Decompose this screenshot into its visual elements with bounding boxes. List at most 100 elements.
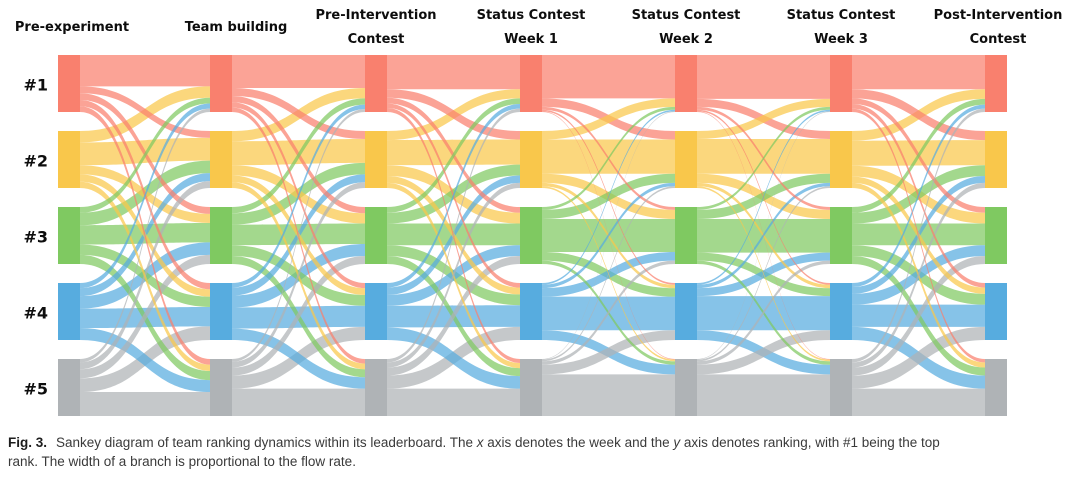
figure-caption: Fig. 3. Sankey diagram of team ranking dy… bbox=[8, 433, 1074, 471]
sankey-flow-stage6-rank5-to-rank4 bbox=[852, 326, 985, 389]
sankey-flow-stage3-rank5-to-rank3 bbox=[387, 256, 520, 376]
caption-text-segment: axis denotes the week and the bbox=[483, 435, 674, 450]
sankey-flow-stage1-rank4-to-rank1 bbox=[80, 103, 210, 289]
sankey-node-stage2-rank5 bbox=[210, 359, 232, 416]
stage-header-line: Contest bbox=[347, 32, 405, 47]
sankey-flow-stage6-rank5-to-rank3 bbox=[852, 256, 985, 376]
sankey-flow-stage6-rank5-to-rank5 bbox=[852, 388, 985, 416]
caption-text-segment: y bbox=[673, 435, 681, 450]
sankey-flow-stage2-rank5-to-rank1 bbox=[232, 109, 365, 362]
sankey-flow-stage4-rank4-to-rank1 bbox=[542, 109, 675, 285]
caption-text-segment: rank. The width of a branch is proportio… bbox=[8, 454, 356, 469]
sankey-node-stage3-rank4 bbox=[365, 283, 387, 340]
sankey-node-stage6-rank5 bbox=[830, 359, 852, 416]
rank-label-3: #3 bbox=[23, 227, 48, 246]
sankey-flow-stage1-rank3-to-rank1 bbox=[80, 97, 210, 213]
sankey-flow-stage5-rank5-to-rank1 bbox=[697, 111, 830, 360]
sankey-node-stage1-rank1 bbox=[58, 55, 80, 112]
sankey-flow-stage3-rank5-to-rank1 bbox=[387, 108, 520, 363]
caption-line-1: Fig. 3. Sankey diagram of team ranking dy… bbox=[8, 433, 1074, 452]
sankey-node-stage5-rank5 bbox=[675, 359, 697, 416]
sankey-flow-stage2-rank3-to-rank1 bbox=[232, 98, 365, 214]
stage-header-line: Status Contest bbox=[631, 8, 741, 23]
sankey-node-stage3-rank5 bbox=[365, 359, 387, 416]
sankey-node-stage7-rank3 bbox=[985, 207, 1007, 264]
sankey-flow-stage2-rank5-to-rank2 bbox=[232, 182, 365, 368]
sankey-node-stage3-rank3 bbox=[365, 207, 387, 264]
sankey-node-stage5-rank4 bbox=[675, 283, 697, 340]
sankey-flow-stage6-rank4-to-rank1 bbox=[852, 104, 985, 287]
caption-figure-label: Fig. 3. bbox=[8, 435, 48, 450]
sankey-node-stage7-rank1 bbox=[985, 55, 1007, 112]
stage-header-line: Pre-Intervention bbox=[315, 8, 437, 23]
stage-header-line: Contest bbox=[969, 32, 1027, 47]
stage-header-line: Status Contest bbox=[786, 8, 896, 23]
sankey-node-stage2-rank3 bbox=[210, 207, 232, 264]
sankey-node-stage4-rank3 bbox=[520, 207, 542, 264]
sankey-node-stage1-rank3 bbox=[58, 207, 80, 264]
sankey-node-stage2-rank2 bbox=[210, 131, 232, 188]
sankey-flow-stage5-rank5-to-rank3 bbox=[697, 260, 830, 365]
sankey-flow-stage6-rank1-to-rank1 bbox=[852, 55, 985, 90]
sankey-flow-stage3-rank5-to-rank5 bbox=[387, 388, 520, 416]
sankey-node-stage5-rank2 bbox=[675, 131, 697, 188]
sankey-node-stage5-rank1 bbox=[675, 55, 697, 112]
sankey-node-stage4-rank1 bbox=[520, 55, 542, 112]
rank-label-5: #5 bbox=[23, 379, 48, 398]
stage-header-line: Week 2 bbox=[659, 32, 713, 47]
sankey-flow-stage1-rank1-to-rank1 bbox=[80, 55, 210, 87]
sankey-node-stage1-rank4 bbox=[58, 283, 80, 340]
rank-label-2: #2 bbox=[23, 151, 48, 170]
caption-text-segment: x bbox=[476, 435, 484, 450]
sankey-flow-stage4-rank2-to-rank2 bbox=[542, 139, 675, 174]
sankey-node-stage1-rank2 bbox=[58, 131, 80, 188]
sankey-node-stage6-rank3 bbox=[830, 207, 852, 264]
sankey-flow-stage2-rank5-to-rank5 bbox=[232, 388, 365, 416]
sankey-node-stage1-rank5 bbox=[58, 359, 80, 416]
sankey-flow-stage2-rank1-to-rank1 bbox=[232, 55, 365, 89]
sankey-flow-stage5-rank2-to-rank2 bbox=[697, 138, 830, 174]
stage-header-line: Team building bbox=[184, 20, 288, 35]
sankey-node-stage6-rank1 bbox=[830, 55, 852, 112]
sankey-node-stage7-rank5 bbox=[985, 359, 1007, 416]
sankey-node-stage6-rank4 bbox=[830, 283, 852, 340]
sankey-flow-stage4-rank5-to-rank1 bbox=[542, 111, 675, 360]
sankey-flow-stage4-rank5-to-rank2 bbox=[542, 186, 675, 362]
stage-header-line: Post-Intervention bbox=[933, 8, 1063, 23]
sankey-flow-stage1-rank5-to-rank1 bbox=[80, 108, 210, 363]
sankey-flow-stage2-rank4-to-rank1 bbox=[232, 104, 365, 288]
sankey-flow-stage3-rank4-to-rank5 bbox=[387, 327, 520, 389]
caption-text-segment: Sankey diagram of team ranking dynamics … bbox=[56, 435, 477, 450]
sankey-flow-stage5-rank5-to-rank2 bbox=[697, 186, 830, 362]
sankey-node-stage7-rank4 bbox=[985, 283, 1007, 340]
sankey-flow-stage5-rank4-to-rank1 bbox=[697, 109, 830, 285]
sankey-node-stage4-rank5 bbox=[520, 359, 542, 416]
sankey-node-stage7-rank2 bbox=[985, 131, 1007, 188]
caption-line-2: rank. The width of a branch is proportio… bbox=[8, 452, 1074, 471]
stage-header-line: Week 3 bbox=[814, 32, 868, 47]
stage-header-line: Pre-experiment bbox=[14, 20, 130, 35]
sankey-flow-stage3-rank1-to-rank1 bbox=[387, 55, 520, 90]
stage-header-2: Team building bbox=[185, 16, 288, 40]
sankey-flow-stage3-rank5-to-rank2 bbox=[387, 182, 520, 368]
rank-label-1: #1 bbox=[23, 75, 48, 94]
sankey-node-stage4-rank4 bbox=[520, 283, 542, 340]
sankey-flow-stage6-rank5-to-rank1 bbox=[852, 108, 985, 363]
sankey-flow-stage1-rank5-to-rank5 bbox=[80, 392, 210, 416]
rank-label-4: #4 bbox=[23, 303, 48, 322]
stage-header-line: Week 1 bbox=[504, 32, 558, 47]
sankey-flow-stage1-rank5-to-rank3 bbox=[80, 254, 210, 379]
sankey-node-stage3-rank1 bbox=[365, 55, 387, 112]
stage-header-1: Pre-experiment bbox=[15, 16, 129, 40]
sankey-node-stage2-rank4 bbox=[210, 283, 232, 340]
sankey-flow-stage4-rank5-to-rank3 bbox=[542, 260, 675, 365]
sankey-flow-stage1-rank2-to-rank5 bbox=[80, 181, 210, 371]
sankey-flow-stage1-rank1-to-rank2 bbox=[80, 86, 210, 138]
sankey-flow-stage3-rank3-to-rank1 bbox=[387, 98, 520, 213]
sankey-node-stage4-rank2 bbox=[520, 131, 542, 188]
sankey-flow-stage5-rank3-to-rank1 bbox=[697, 106, 830, 210]
